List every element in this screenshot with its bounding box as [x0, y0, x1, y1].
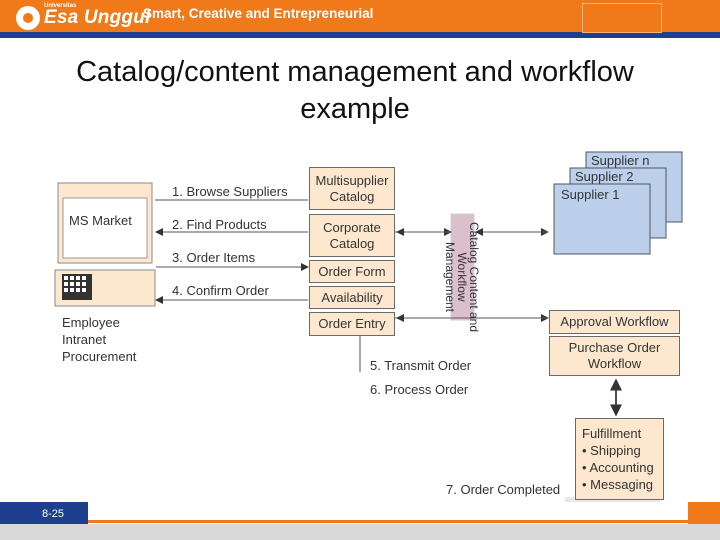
header-stripe: [0, 32, 720, 38]
fulfillment-title: Fulfillment: [582, 426, 642, 441]
footer-left-block: [0, 502, 88, 524]
supplier-1-label: Supplier 1: [561, 187, 620, 202]
availability-box: Availability: [309, 286, 395, 309]
order-entry-box: Order Entry: [309, 312, 395, 336]
step-process: 6. Process Order: [370, 382, 469, 397]
corporate-catalog-box: Corporate Catalog: [309, 214, 395, 257]
intranet-line: Intranet: [62, 332, 107, 347]
tagline: Smart, Creative and Entrepreneurial: [143, 6, 374, 21]
supplier-2-label: Supplier 2: [575, 169, 634, 184]
po-line-2: Workflow: [587, 356, 642, 371]
employee-line: Employee: [62, 315, 120, 330]
footer-line: [88, 520, 688, 523]
slide-title: Catalog/content management and workflow …: [76, 56, 634, 125]
order-form-box: Order Form: [309, 260, 395, 283]
footer-bottom-band: [0, 524, 720, 540]
footer-right-block: [688, 502, 720, 524]
logo-name: Esa Unggul: [44, 7, 151, 28]
fulfillment-accounting: • Accounting: [582, 460, 654, 475]
ms-market-label: MS Market: [69, 213, 132, 228]
monitor-screen: [62, 197, 148, 259]
supplier-1-card: [553, 183, 651, 255]
step-transmit: 5. Transmit Order: [370, 358, 472, 373]
fulfillment-box: Fulfillment • Shipping • Accounting • Me…: [575, 418, 664, 500]
logo-small-text: Universitas: [44, 3, 77, 9]
step-browse: 1. Browse Suppliers: [172, 184, 288, 199]
employee-label: Employee Intranet Procurement: [62, 314, 136, 365]
approval-workflow-box: Approval Workflow: [549, 310, 680, 334]
step-confirm: 4. Confirm Order: [172, 283, 269, 298]
keyboard-keys: [62, 274, 92, 300]
logo-icon: [16, 6, 40, 30]
page-number: 8-25: [42, 508, 65, 520]
supplier-n-label: Supplier n: [591, 153, 650, 168]
step-find: 2. Find Products: [172, 217, 267, 232]
fulfillment-messaging: • Messaging: [582, 477, 654, 492]
catalog-workflow-label: Catalog Content and Workflow Management: [443, 221, 481, 333]
step-order: 3. Order Items: [172, 250, 256, 265]
procurement-line: Procurement: [62, 349, 137, 364]
header-bar: [0, 0, 720, 38]
purchase-order-workflow-box: Purchase Order Workflow: [549, 336, 680, 376]
header-decor-box: [582, 3, 662, 33]
po-line-1: Purchase Order: [568, 340, 661, 355]
step-completed: 7. Order Completed: [446, 482, 561, 497]
multisupplier-catalog-box: Multisupplier Catalog: [309, 167, 395, 210]
fulfillment-shipping: • Shipping: [582, 443, 641, 458]
catalog-workflow-box: [450, 213, 475, 321]
